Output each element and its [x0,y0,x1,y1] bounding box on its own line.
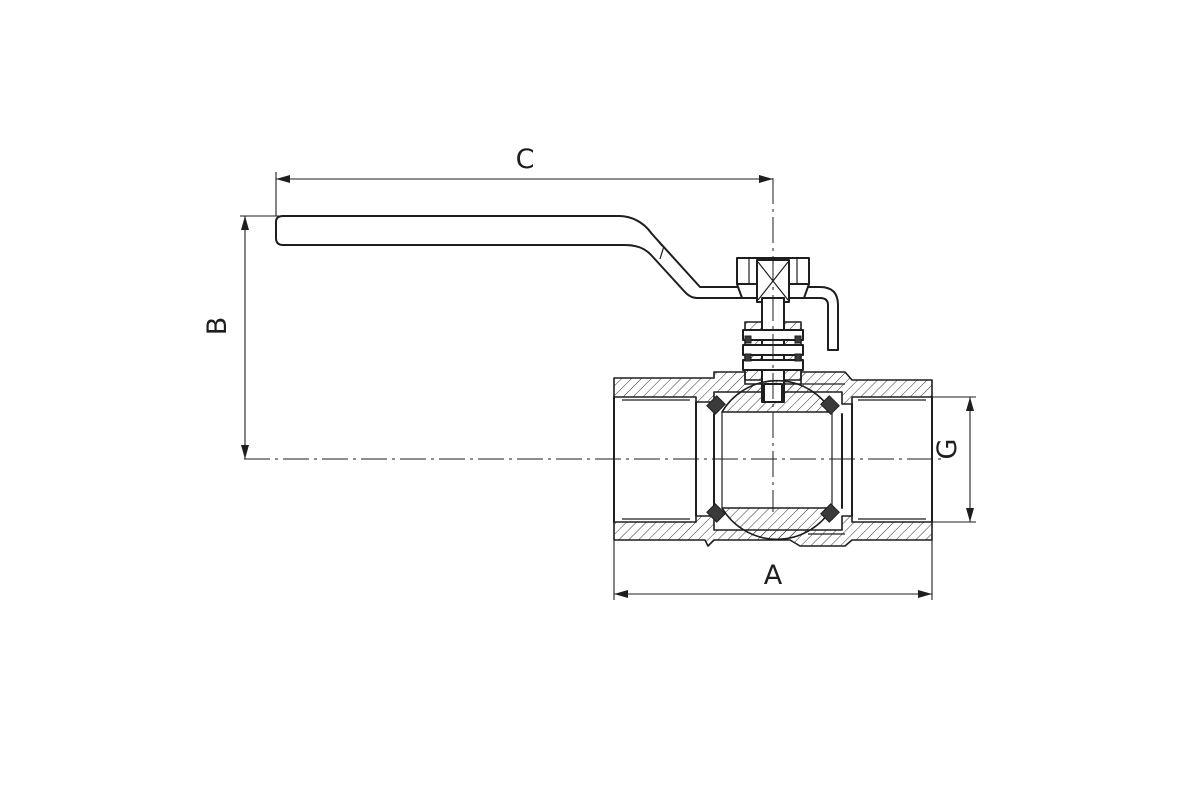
dimension-label-b: B [202,317,233,336]
dimension-a: A [613,540,933,600]
dimension-label-c: C [516,144,535,175]
center-lines [244,178,945,512]
dimension-b: B [202,215,283,459]
dimension-c: C [275,144,773,216]
dimension-label-a: A [764,560,783,591]
dimension-g: G [932,396,976,523]
dimension-label-g: G [932,439,963,460]
valve-ball [721,379,833,541]
handle-lever [275,215,839,351]
seat-rings [706,395,840,523]
